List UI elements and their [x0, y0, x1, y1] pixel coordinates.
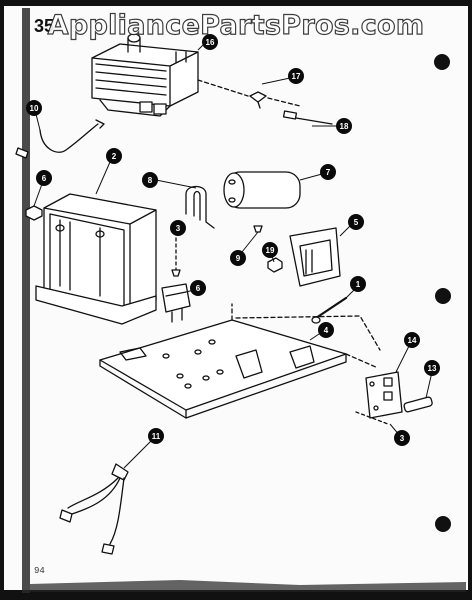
callout-19: 19: [262, 242, 278, 258]
svg-text:5: 5: [354, 218, 359, 227]
callout-9: 9: [230, 250, 246, 266]
bottom-smudge: [30, 580, 466, 592]
svg-text:6: 6: [42, 174, 47, 183]
magnetron: [91, 33, 199, 117]
callout-13: 13: [424, 360, 440, 376]
callout-badges: 16 17 18 10 2 6 8 7 3 9 19 5 6 1 4 14 13…: [26, 34, 440, 446]
svg-text:14: 14: [408, 336, 417, 345]
svg-text:18: 18: [340, 122, 349, 131]
svg-text:8: 8: [148, 176, 153, 185]
svg-text:10: 10: [30, 104, 39, 113]
switch: [161, 283, 191, 323]
svg-text:13: 13: [428, 364, 437, 373]
callout-1: 1: [350, 276, 366, 292]
fuse-holder: [282, 110, 333, 125]
svg-text:9: 9: [236, 254, 241, 263]
washer: [253, 225, 263, 233]
svg-text:7: 7: [326, 168, 331, 177]
callout-2: 2: [106, 148, 122, 164]
capacitor-bracket: [185, 185, 215, 229]
callout-14: 14: [404, 332, 420, 348]
diode: [289, 227, 341, 287]
callout-6-left: 6: [36, 170, 52, 186]
wire-lead: [39, 123, 99, 153]
fuse-block: [365, 371, 403, 419]
callout-18: 18: [336, 118, 352, 134]
punch-hole-bottom: [435, 516, 451, 532]
svg-text:19: 19: [266, 246, 275, 255]
callout-11: 11: [148, 428, 164, 444]
callout-3-bottom: 3: [394, 430, 410, 446]
top-border: [0, 0, 472, 6]
page-code: 35: [34, 16, 55, 36]
svg-text:17: 17: [292, 72, 301, 81]
callout-10: 10: [26, 100, 42, 116]
callout-5: 5: [348, 214, 364, 230]
left-border: [0, 0, 4, 600]
svg-text:3: 3: [400, 434, 405, 443]
fuse: [403, 396, 433, 413]
callout-4: 4: [318, 322, 334, 338]
thermal-protector: [249, 91, 267, 109]
svg-text:2: 2: [112, 152, 117, 161]
base-plate: [99, 319, 347, 419]
callout-3-top: 3: [170, 220, 186, 236]
callout-16: 16: [202, 34, 218, 50]
nut-left: [25, 205, 43, 221]
svg-text:4: 4: [324, 326, 329, 335]
punch-hole-top: [434, 54, 450, 70]
nut-19: [267, 257, 283, 273]
svg-text:1: 1: [356, 280, 361, 289]
svg-text:16: 16: [206, 38, 215, 47]
callout-7: 7: [320, 164, 336, 180]
callout-17: 17: [288, 68, 304, 84]
wire-harness: [59, 463, 129, 555]
left-binding-strip: [22, 8, 30, 593]
svg-text:3: 3: [176, 224, 181, 233]
bottom-code: 94: [34, 566, 45, 576]
bottom-border: [0, 590, 472, 600]
callout-8: 8: [142, 172, 158, 188]
svg-text:11: 11: [152, 432, 161, 441]
callout-6-switch: 6: [190, 280, 206, 296]
svg-text:6: 6: [196, 284, 201, 293]
transformer: [35, 193, 157, 325]
punch-hole-middle: [435, 288, 451, 304]
capacitor: [223, 171, 301, 209]
right-border: [468, 0, 472, 600]
bolt: [314, 296, 348, 320]
